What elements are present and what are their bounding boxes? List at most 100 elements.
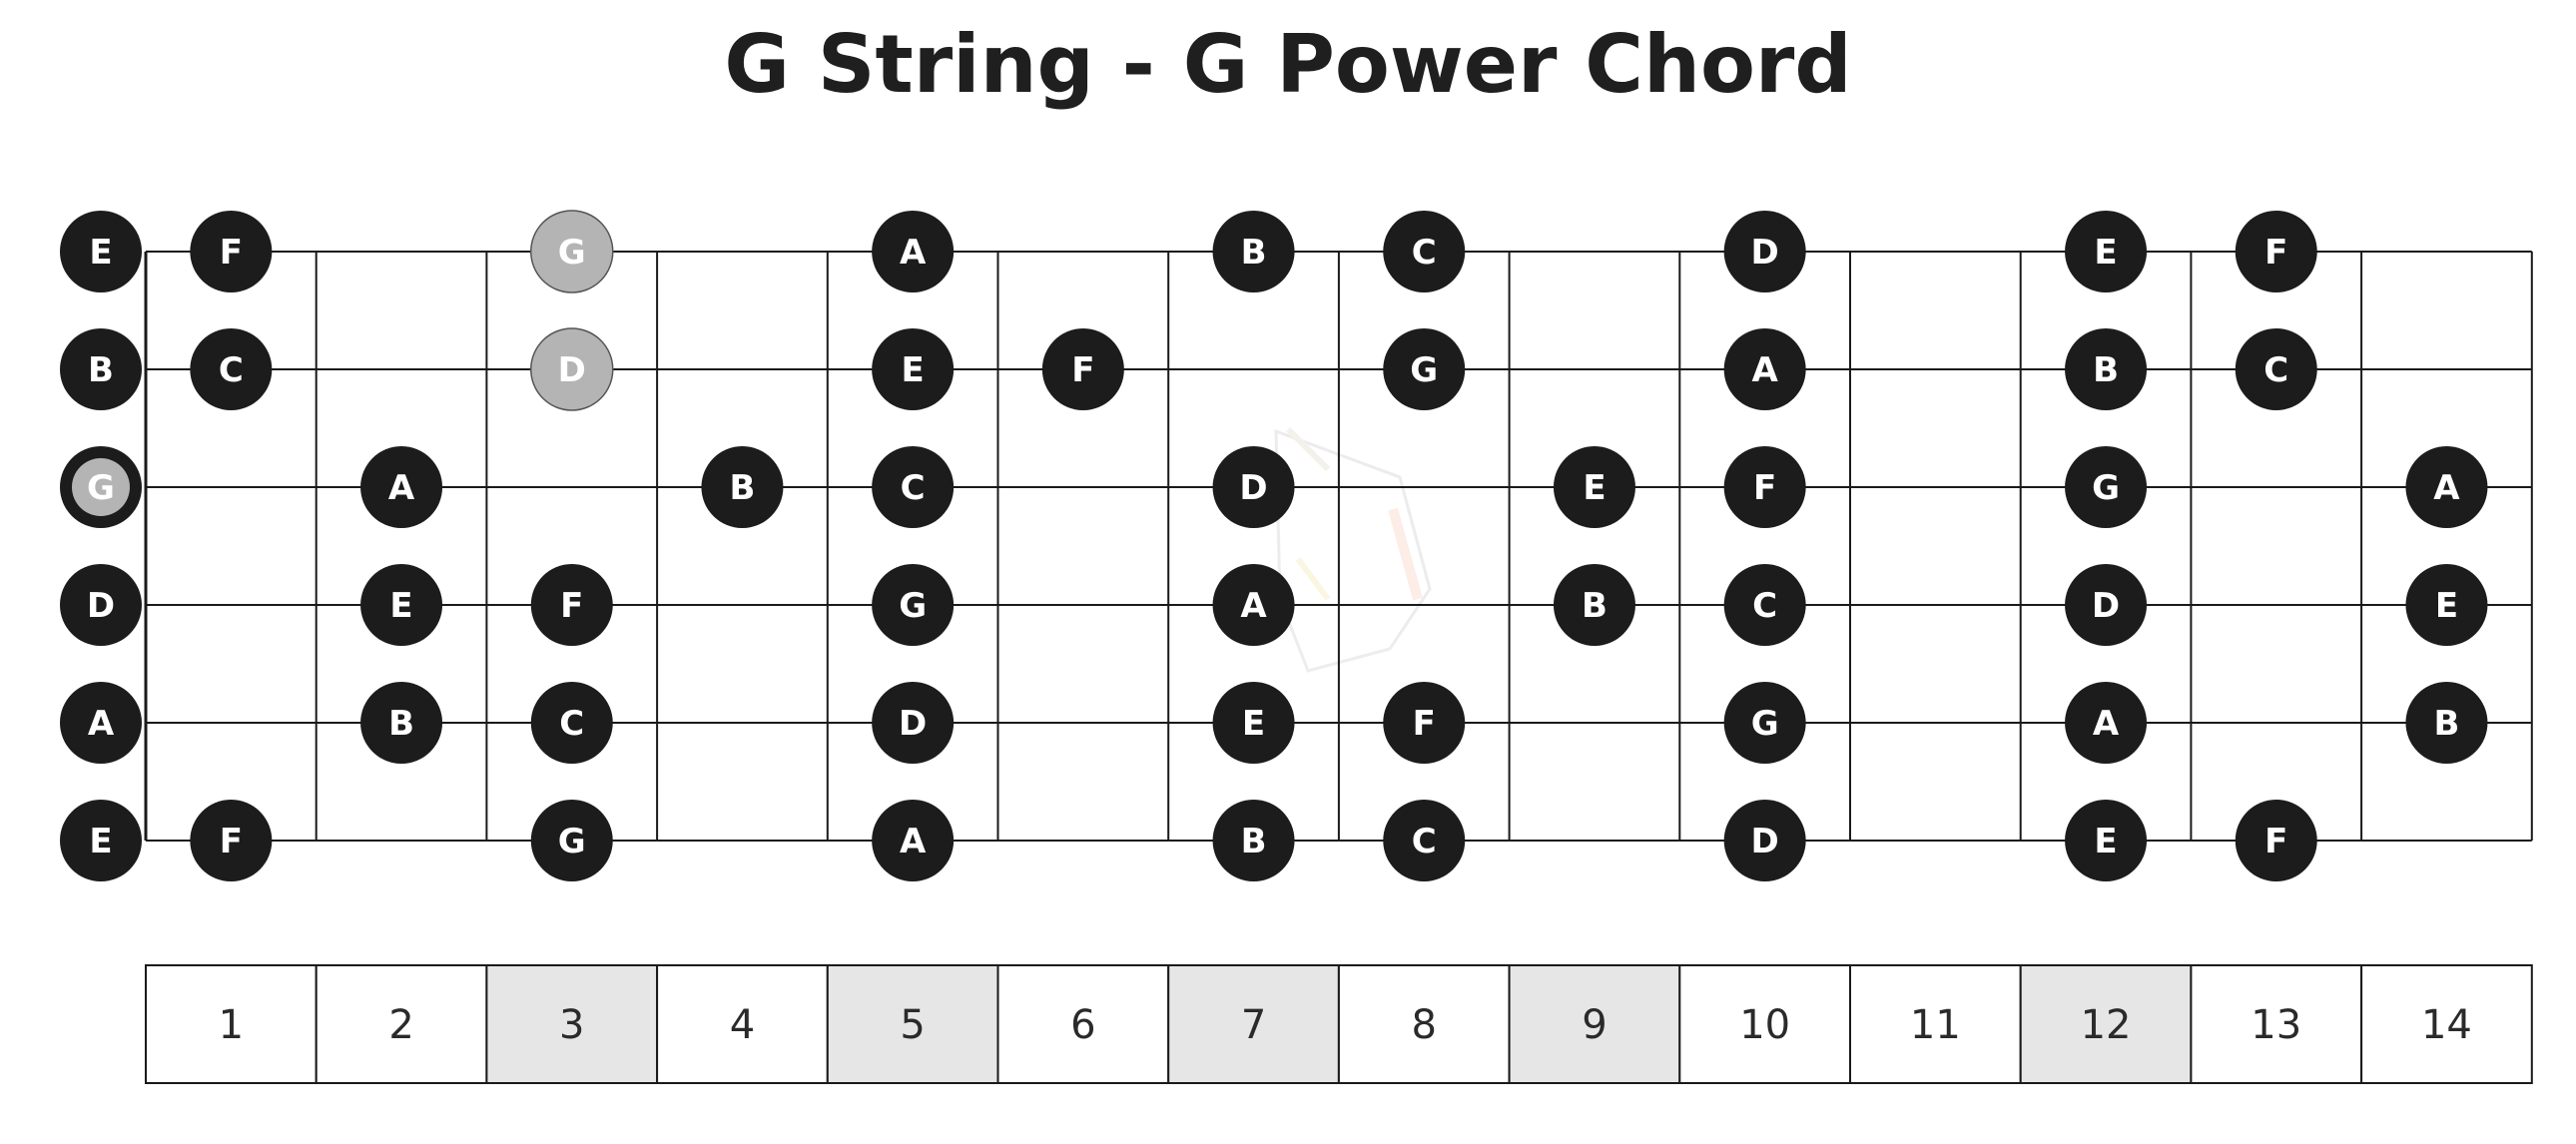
note-label: C [1412,233,1437,273]
note-marker: E [872,328,955,410]
note-label: C [2263,350,2288,390]
note-dot [872,446,955,528]
note-dot [2235,328,2317,410]
note-label: E [2094,233,2117,273]
note-marker: A [1212,564,1295,646]
note-label: D [1239,468,1267,508]
note-dot [1553,446,1635,528]
note-marker: D [60,564,142,646]
note-label: G [558,822,586,861]
note-marker: G [872,564,955,646]
fret-number-label: 13 [2251,1002,2301,1048]
note-label: C [1752,586,1777,626]
note-marker: E [60,800,142,881]
note-dot [360,682,443,764]
note-marker: B [1212,211,1295,292]
note-dot [1383,800,1466,881]
note-marker: A [872,211,955,292]
note-label: G [1410,350,1438,390]
note-label: B [1582,586,1608,626]
note-marker: C [190,328,273,410]
note-label: A [1751,350,1778,390]
note-marker: B [1553,564,1635,646]
note-dot [872,328,955,410]
watermark-logo-icon [1274,426,1432,673]
note-marker: D [1212,446,1295,528]
note-marker: G [530,210,614,293]
note-label: G [1751,704,1779,744]
fret-number-label: 11 [1910,1002,1961,1048]
note-marker: A [2405,446,2488,528]
fret-number-cell: 4 [656,964,829,1084]
note-dot [1212,211,1295,292]
note-dot [2065,682,2148,764]
note-marker: F [190,800,273,881]
note-dot [2065,328,2148,410]
note-dot [1723,564,1806,646]
fret-number-label: 6 [1070,1002,1095,1048]
note-dot [2065,211,2148,292]
note-marker: A [360,446,443,528]
note-label: F [220,233,243,273]
fret-number-cell: 11 [1849,964,2022,1084]
note-label: E [1583,468,1606,508]
note-dot [1383,682,1466,764]
note-marker: G [1383,328,1466,410]
note-marker: A [1723,328,1806,410]
note-dot [2235,800,2317,881]
note-marker: E [1553,446,1635,528]
fret-number-box [315,964,488,1084]
fret-number-box [2360,964,2533,1084]
note-label: C [219,350,244,390]
note-dot [2235,211,2317,292]
note-dot [1723,211,1806,292]
note-dot [1212,446,1295,528]
fret-number-cell: 5 [826,964,999,1084]
note-label: F [1071,350,1094,390]
note-marker: F [1041,328,1124,410]
note-marker: B [60,328,142,410]
note-dot [190,328,273,410]
note-dot [1723,682,1806,764]
fret-number-box [2019,964,2193,1084]
note-label: F [220,822,243,861]
note-dot [1383,328,1466,410]
fret-number-box [145,964,318,1084]
fret-number-box [656,964,829,1084]
note-marker: D [530,327,614,411]
note-marker: E [2065,800,2148,881]
note-dot [1723,446,1806,528]
fret-number-cell: 14 [2360,964,2533,1084]
fret-number-cell: 9 [1508,964,1681,1084]
fret-number-label: 9 [1582,1002,1607,1048]
note-label: A [2093,704,2120,744]
note-dot-highlight [530,327,614,411]
note-marker: B [2405,682,2488,764]
note-label: A [88,704,115,744]
note-dot [1723,328,1806,410]
note-label: F [1753,468,1776,508]
note-dot [190,800,273,881]
fret-number-label: 5 [900,1002,925,1048]
note-dot [1553,564,1635,646]
fret-number-box [2190,964,2363,1084]
note-marker: C [1383,800,1466,881]
note-marker: D [2065,564,2148,646]
note-label: D [87,586,115,626]
note-dot [1212,564,1295,646]
note-label: F [1413,704,1436,744]
fret-grid [144,252,2533,841]
fret-number-cell: 7 [1167,964,1340,1084]
fret-number-label: 7 [1241,1002,1266,1048]
note-marker: G [2065,446,2148,528]
note-dot [60,800,142,881]
note-marker: C [530,682,613,764]
note-label: C [901,468,926,508]
note-dot [872,564,955,646]
note-marker: E [60,211,142,292]
note-label: G [558,233,586,273]
note-marker: A [60,682,142,764]
note-label: E [1242,704,1265,744]
fret-number-label: 1 [219,1002,244,1048]
